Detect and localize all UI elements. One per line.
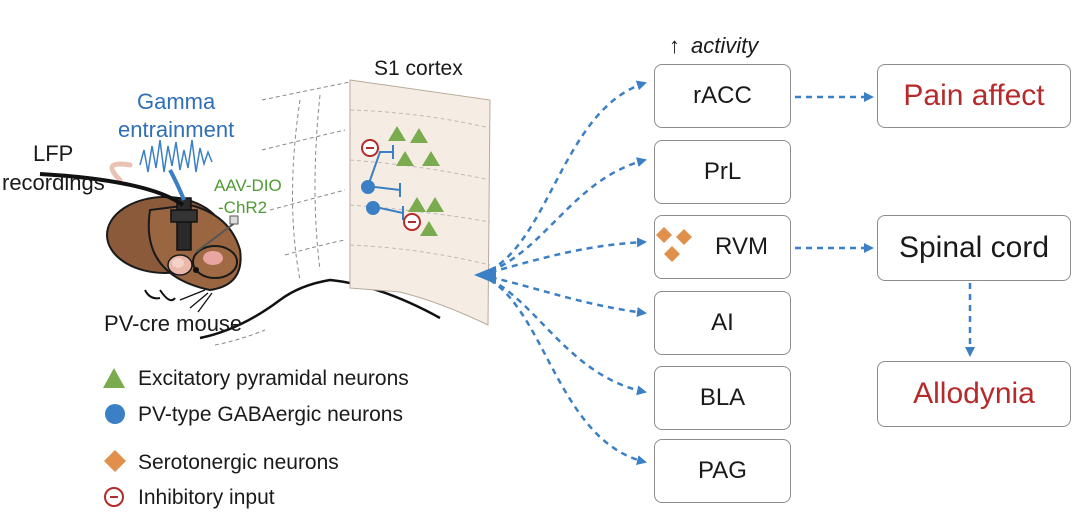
excitatory-neuron-icon: [426, 197, 444, 212]
outcome-box-spinal-cord: Spinal cord: [877, 215, 1071, 281]
projection-arrows: [474, 80, 647, 465]
arrow-to-pag: [479, 273, 647, 465]
legend-triangle-icon: [103, 368, 125, 388]
pv-neuron-icon: [361, 180, 375, 194]
inhibitory-symbol-icon: [403, 213, 421, 231]
outcome-label: Spinal cord: [898, 231, 1050, 264]
region-label: PrL: [703, 158, 742, 185]
arrow-to-racc: [479, 80, 647, 277]
legend-inhibitory-icon: [104, 487, 124, 507]
excitatory-neuron-icon: [422, 151, 440, 166]
excitatory-neuron-icon: [396, 151, 414, 166]
region-box-bla: BLA: [654, 366, 791, 430]
serotonergic-cluster: [656, 227, 692, 262]
lfp-label-line2: recordings: [2, 170, 105, 195]
arrow-to-ai: [479, 273, 647, 317]
arrow-to-rvm: [479, 237, 647, 277]
brain-section: [199, 81, 441, 346]
cortex-label: S1 cortex: [374, 57, 463, 80]
inhibitory-symbol-icon: [361, 139, 379, 157]
legend-label-excitatory: Excitatory pyramidal neurons: [138, 367, 409, 390]
mouse-label: PV-cre mouse: [104, 311, 243, 336]
legend-label-pv: PV-type GABAergic neurons: [138, 403, 403, 426]
activity-label: activity: [691, 33, 759, 58]
legend-label-inhibitory: Inhibitory input: [138, 486, 275, 509]
region-box-prl: PrL: [654, 140, 791, 204]
legend-icons: [103, 368, 126, 507]
legend-circle-icon: [105, 404, 125, 424]
outcome-label: Pain affect: [903, 79, 1045, 112]
serotonergic-neuron-icon: [676, 229, 692, 245]
region-label: rACC: [693, 82, 752, 109]
gamma-label-line1: Gamma: [137, 89, 216, 114]
gamma-wave-icon: [139, 139, 213, 173]
excitatory-neuron-icon: [388, 126, 406, 141]
pv-neuron-icon: [366, 201, 380, 215]
outcome-label: Allodynia: [913, 377, 1035, 410]
gamma-label-line2: entrainment: [118, 117, 235, 142]
activity-arrow: ↑: [669, 33, 680, 58]
region-box-ai: AI: [654, 291, 791, 355]
region-box-pag: PAG: [654, 439, 791, 503]
legend-diamond-icon: [104, 450, 126, 472]
region-box-racc: rACC: [654, 64, 791, 128]
lfp-label-line1: LFP: [33, 141, 74, 166]
region-box-rvm: RVM: [654, 215, 791, 279]
legend-label-serotonergic: Serotonergic neurons: [138, 451, 339, 474]
outcome-box-allodynia: Allodynia: [877, 361, 1071, 427]
region-label: RVM: [715, 233, 768, 260]
arrow-to-prl: [479, 157, 647, 277]
serotonergic-neuron-icon: [656, 227, 672, 243]
region-label: BLA: [699, 384, 746, 411]
region-label: PAG: [698, 457, 747, 484]
serotonergic-neuron-icon: [664, 246, 680, 262]
excitatory-neuron-icon: [408, 197, 426, 212]
outcome-arrows: [795, 92, 975, 357]
fan-origin-icon: [474, 266, 496, 284]
excitatory-neuron-icon: [420, 221, 438, 236]
region-label: AI: [711, 309, 734, 336]
aav-label-line2: -ChR2: [218, 198, 268, 217]
cortex-circuit: [361, 126, 444, 236]
aav-label-line1: AAV-DIO: [214, 176, 282, 195]
excitatory-neuron-icon: [410, 128, 428, 143]
mouse-illustration: [39, 139, 242, 313]
outcome-box-pain-affect: Pain affect: [877, 64, 1071, 128]
arrow-to-bla: [479, 273, 647, 396]
